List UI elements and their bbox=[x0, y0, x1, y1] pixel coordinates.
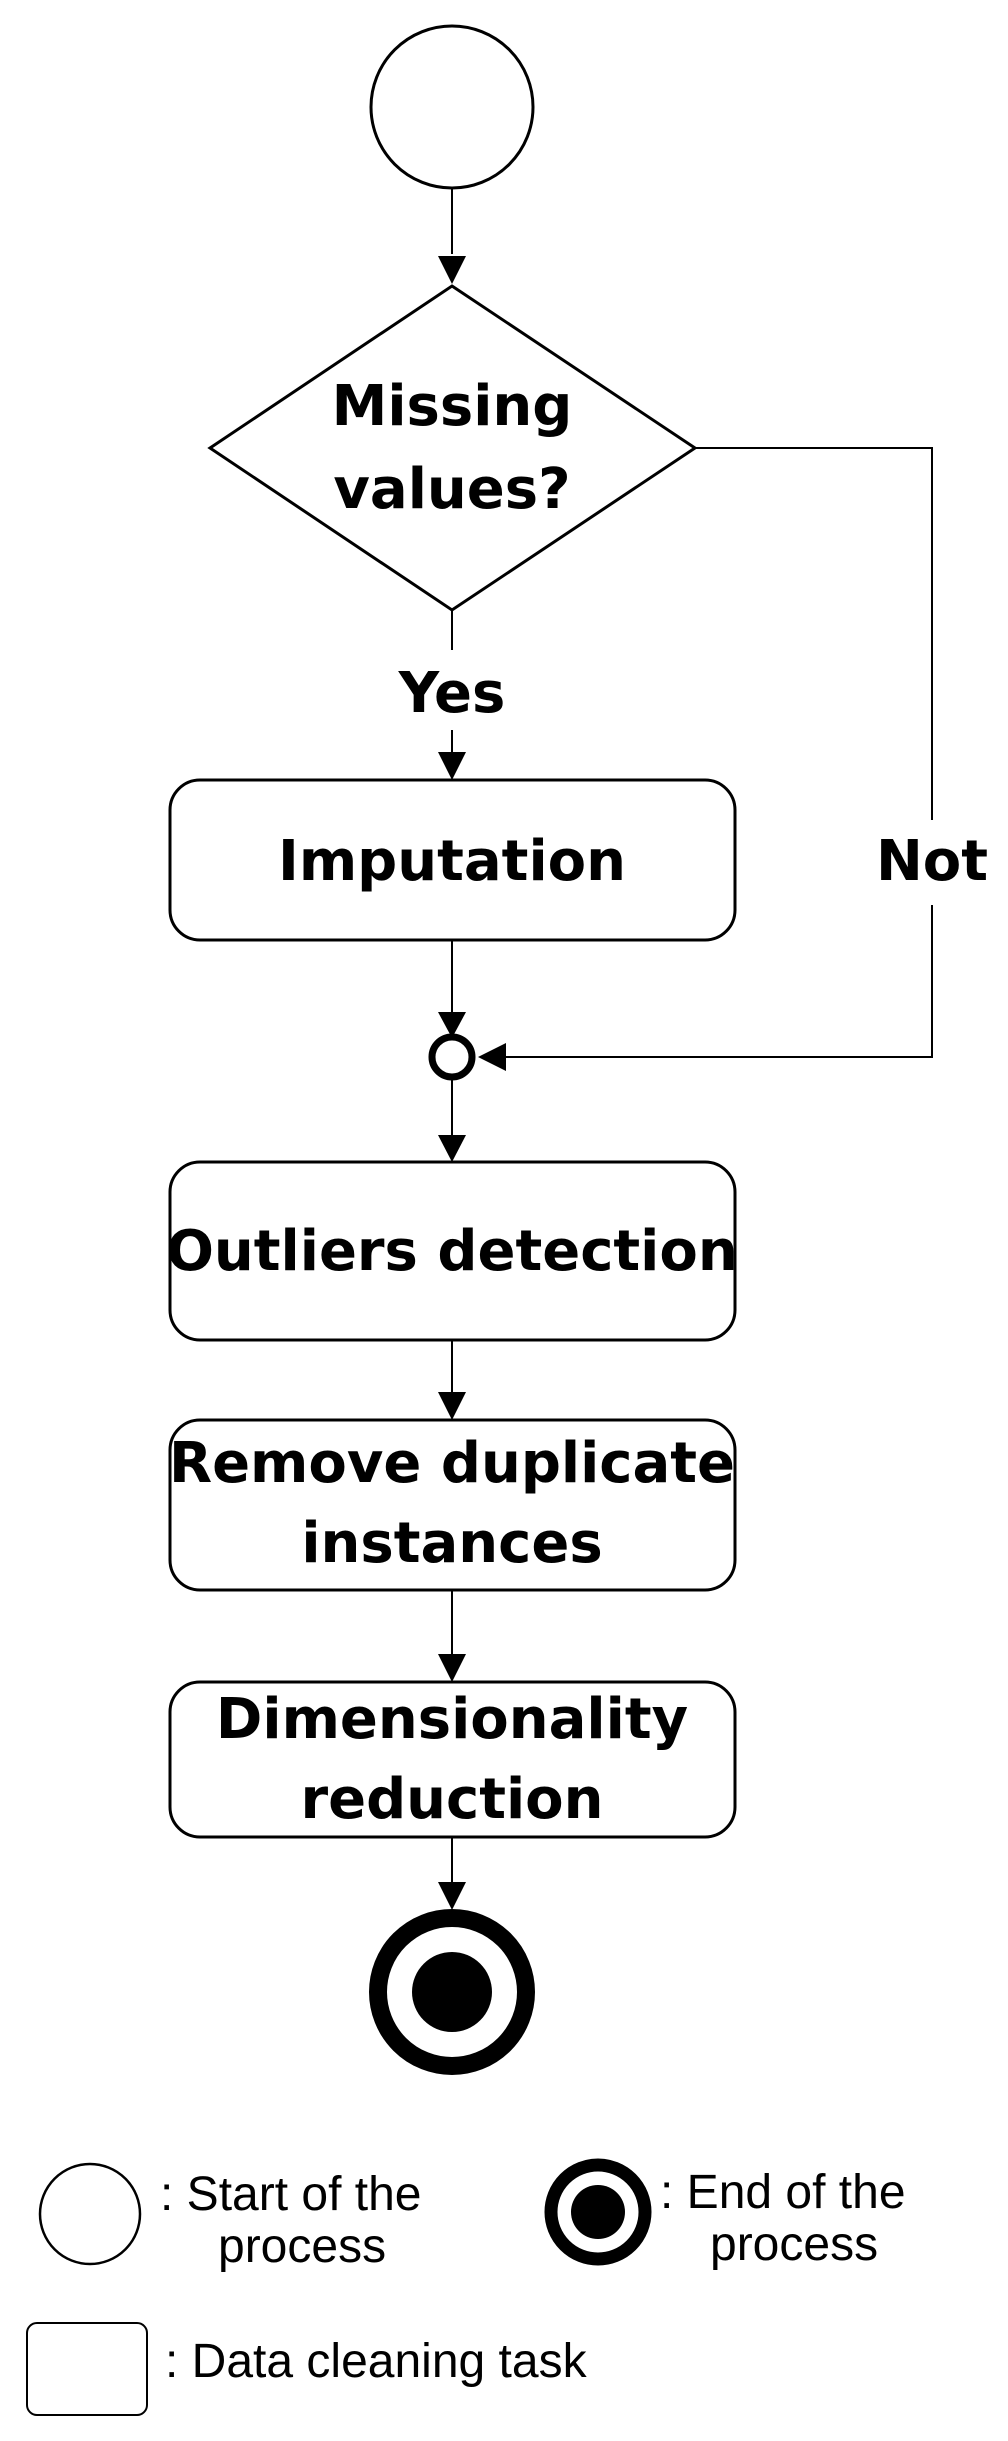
arrowhead bbox=[438, 752, 466, 780]
legend: : Start of the process : End of the proc… bbox=[26, 2158, 906, 2416]
imputation-label: Imputation bbox=[278, 829, 626, 894]
decision-label-line2: values? bbox=[333, 457, 570, 522]
legend-end-text-line2: process bbox=[710, 2218, 878, 2271]
outliers-label: Outliers detection bbox=[166, 1219, 737, 1284]
arrowhead bbox=[438, 256, 466, 284]
end-node bbox=[369, 1909, 535, 2075]
arrowhead bbox=[438, 1654, 466, 1682]
edge-yes-label: Yes bbox=[398, 661, 506, 726]
legend-start-text-line1: : Start of the bbox=[160, 2168, 421, 2221]
edge-not-lower bbox=[506, 905, 933, 1058]
legend-end-text-line1: : End of the bbox=[660, 2166, 906, 2219]
arrowhead bbox=[438, 1135, 466, 1162]
decision-node bbox=[207, 284, 698, 612]
legend-start-text-line2: process bbox=[218, 2220, 386, 2273]
legend-task-text: : Data cleaning task bbox=[165, 2335, 588, 2388]
legend-end-icon bbox=[544, 2158, 652, 2266]
edge-not-upper bbox=[695, 447, 933, 820]
dimensionality-label-line2: reduction bbox=[300, 1767, 603, 1832]
arrowhead bbox=[438, 1012, 466, 1038]
decision-label-line1: Missing bbox=[332, 374, 573, 439]
legend-start-icon bbox=[38, 2162, 142, 2266]
duplicates-label-line2: instances bbox=[301, 1511, 602, 1576]
dimensionality-label-line1: Dimensionality bbox=[216, 1687, 688, 1752]
start-node bbox=[369, 24, 535, 190]
edge-not-label: Not bbox=[876, 829, 988, 894]
merge-node bbox=[428, 1033, 476, 1081]
arrowhead bbox=[438, 1882, 466, 1910]
arrowhead bbox=[478, 1043, 506, 1071]
duplicates-label-line1: Remove duplicate bbox=[169, 1431, 735, 1496]
legend-task-icon bbox=[26, 2322, 148, 2416]
arrowhead bbox=[438, 1392, 466, 1420]
